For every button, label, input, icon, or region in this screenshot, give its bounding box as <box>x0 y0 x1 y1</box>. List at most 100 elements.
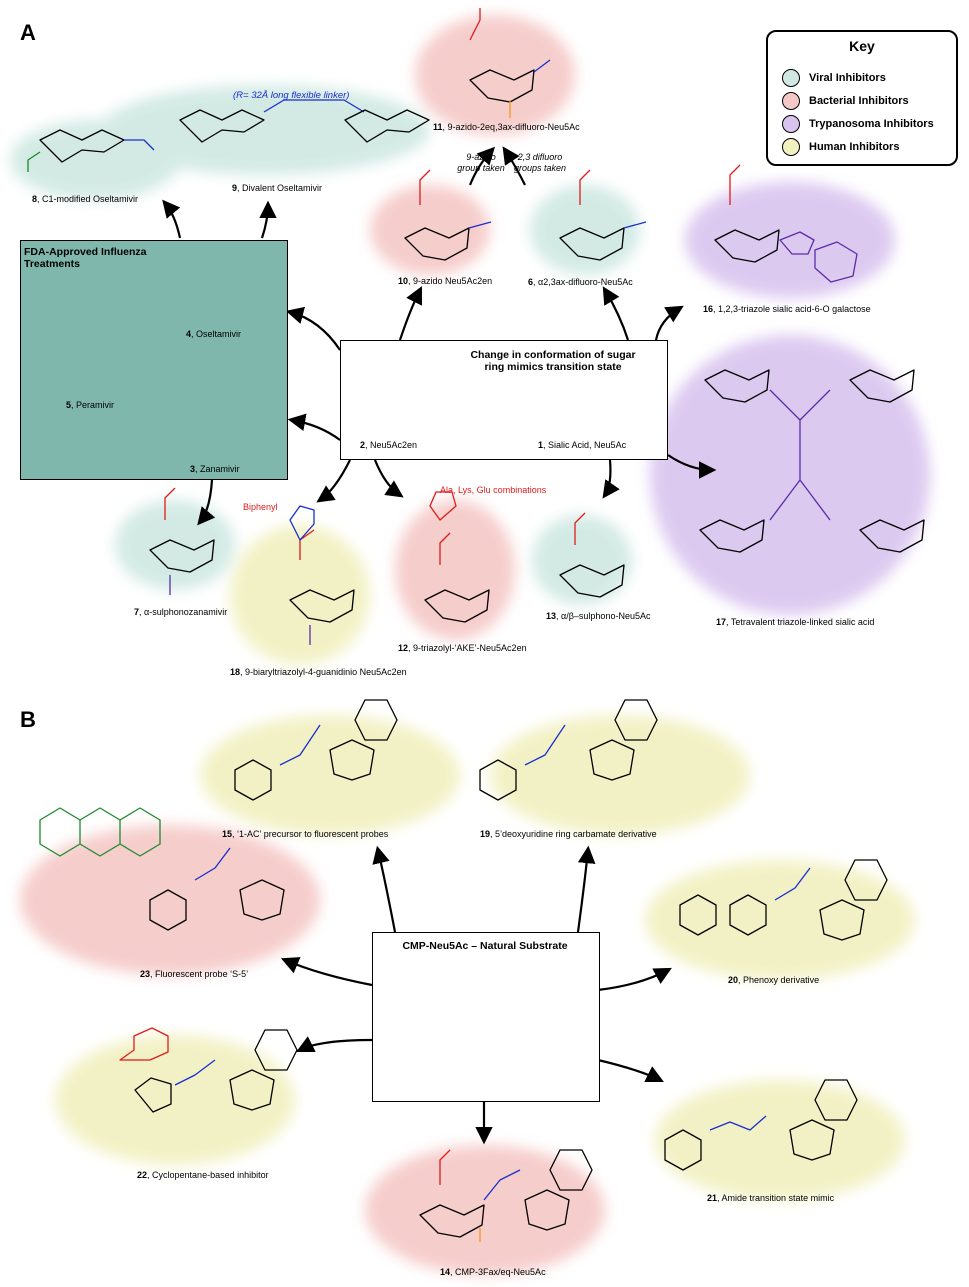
arrow-to-9 <box>259 200 277 239</box>
arrow-to-4 <box>285 306 341 351</box>
arrow-to-8 <box>162 199 182 239</box>
arrow-to-20 <box>597 967 672 992</box>
compound-label-11: 11, 9-azido-2eq,3ax-difluoro-Neu5Ac <box>433 122 580 132</box>
structure-18 <box>289 505 355 645</box>
blob-23 <box>20 825 320 975</box>
legend-item-viral: Viral Inhibitors <box>782 68 886 88</box>
center-box-b <box>372 932 600 1102</box>
blob-20 <box>645 860 915 980</box>
structure-9 <box>179 99 430 143</box>
compound-label-10: 10, 9-azido Neu5Ac2en <box>398 276 493 286</box>
legend-swatch-human <box>782 138 800 156</box>
compound-label-6: 6, α2,3ax-difluoro-Neu5Ac <box>528 277 633 287</box>
compound-label-2: 2, Neu5Ac2en <box>360 440 418 450</box>
compound-label-22: 22, Cyclopentane-based inhibitor <box>137 1170 269 1180</box>
blob-21 <box>655 1080 905 1200</box>
arrow-to-11-b <box>502 146 526 186</box>
structure-13 <box>559 512 625 598</box>
blob-12 <box>395 500 515 640</box>
arrow-to-11-a <box>468 146 496 186</box>
compound-label-9: 9, Divalent Oseltamivir <box>232 183 323 193</box>
legend-item-human: Human Inhibitors <box>782 137 899 157</box>
structure-12 <box>424 491 490 623</box>
compound-label-17: 17, Tetravalent triazole-linked sialic a… <box>716 617 875 627</box>
legend-label-bacterial: Bacterial Inhibitors <box>809 95 909 107</box>
structure-7 <box>149 487 215 595</box>
arrow-to-3 <box>287 413 341 441</box>
blob-22 <box>55 1035 295 1165</box>
structure-16 <box>714 164 858 283</box>
blob-17 <box>650 335 930 615</box>
structure-8 <box>27 129 155 172</box>
compound-label-16: 16, 1,2,3-triazole sialic acid-6-O galac… <box>703 304 871 314</box>
compound-label-20: 20, Phenoxy derivative <box>728 975 820 985</box>
compound-label-4: 4, Oseltamivir <box>186 329 242 339</box>
compound-label-5: 5, Peramivir <box>66 400 115 410</box>
structure-20 <box>679 859 888 941</box>
arrow-to-17 <box>667 454 717 479</box>
arrow-to-7 <box>197 479 216 526</box>
blob-7 <box>115 500 235 590</box>
legend-label-viral: Viral Inhibitors <box>809 72 886 84</box>
blob-11 <box>415 15 575 135</box>
arrow-to-19 <box>576 845 596 933</box>
note-linker: (R= 32Å long flexible linker) <box>233 90 350 101</box>
compound-label-13: 13, α/β–sulphono-Neu5Ac <box>546 611 651 621</box>
legend-item-trypanosoma: Trypanosoma Inhibitors <box>782 114 934 134</box>
arrow-to-13 <box>602 459 620 499</box>
structure-22 <box>119 1027 298 1113</box>
compound-label-19: 19, 5’deoxyuridine ring carbamate deriva… <box>480 829 657 839</box>
center-box-a <box>340 340 668 460</box>
compound-label-18: 18, 9-biaryltriazolyl-4-guanidinio Neu5A… <box>230 667 407 677</box>
note-difluoro: 2,3 difluoro groups taken <box>513 152 567 173</box>
blob-16 <box>685 182 895 298</box>
structure-21 <box>664 1079 858 1171</box>
arrow-to-10 <box>398 286 422 341</box>
compound-label-14: 14, CMP-3Fax/eq-Neu5Ac <box>440 1267 546 1277</box>
structure-23 <box>39 807 285 931</box>
compound-label-1: 1, Sialic Acid, Neu5Ac <box>538 440 627 450</box>
compound-label-21: 21, Amide transition state mimic <box>707 1193 835 1203</box>
arrow-to-16 <box>654 305 684 341</box>
fda-box-title: FDA-Approved Influenza Treatments <box>24 246 147 270</box>
compound-label-15: 15, ‘1-AC’ precursor to fluorescent prob… <box>222 829 389 839</box>
blob-14 <box>365 1145 605 1275</box>
blob-13 <box>532 515 632 605</box>
structure-6 <box>559 169 647 261</box>
legend-swatch-trypanosoma <box>782 115 800 133</box>
compound-label-12: 12, 9-triazolyl-‘AKE’-Neu5Ac2en <box>398 643 527 653</box>
legend-swatch-viral <box>782 69 800 87</box>
arrow-to-6 <box>602 286 630 341</box>
note-azido: 9-azido group taken <box>457 152 505 173</box>
legend-item-bacterial: Bacterial Inhibitors <box>782 91 909 111</box>
center-box-b-title: CMP-Neu5Ac – Natural Substrate <box>402 940 568 952</box>
structure-11 <box>469 8 551 118</box>
arrow-to-21 <box>597 1058 664 1082</box>
fda-approved-box <box>20 240 288 480</box>
structure-17 <box>699 369 925 553</box>
blob-15 <box>200 715 460 835</box>
center-box-a-title: Change in conformation of sugar ring mim… <box>470 349 636 373</box>
arrow-to-12 <box>373 459 404 498</box>
legend-swatch-bacterial <box>782 92 800 110</box>
note-biphenyl: Biphenyl <box>243 502 278 512</box>
compound-label-8: 8, C1-modified Oseltamivir <box>32 194 139 204</box>
legend-label-trypanosoma: Trypanosoma Inhibitors <box>809 118 934 130</box>
legend-title: Key <box>849 38 875 54</box>
compound-label-3: 3, Zanamivir <box>190 464 240 474</box>
arrow-to-23 <box>280 957 373 987</box>
arrow-to-22 <box>296 1036 373 1052</box>
legend-key: Key Viral Inhibitors Bacterial Inhibitor… <box>766 30 958 166</box>
blob-19 <box>490 715 750 835</box>
note-ala-lys-glu: Ala, Lys, Glu combinations <box>440 485 547 495</box>
arrow-to-18 <box>316 459 351 503</box>
arrow-to-15 <box>372 845 397 933</box>
compound-label-7: 7, α-sulphonozanamivir <box>134 607 228 617</box>
compound-label-23: 23, Fluorescent probe ‘S-5’ <box>140 969 249 979</box>
blob-9 <box>100 85 430 175</box>
structure-15 <box>234 699 398 801</box>
structure-19 <box>479 699 658 801</box>
legend-label-human: Human Inhibitors <box>809 141 900 153</box>
